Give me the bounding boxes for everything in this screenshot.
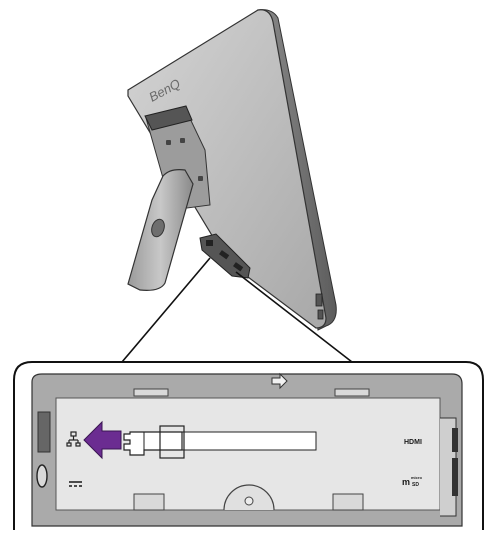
microsd-label-sub: SD bbox=[412, 482, 419, 488]
vesa-screw-2 bbox=[180, 138, 185, 143]
side-button-1 bbox=[316, 294, 322, 306]
vesa-screw-1 bbox=[166, 140, 171, 145]
lan-cable-wire bbox=[182, 432, 316, 450]
top-tab-right bbox=[335, 389, 369, 396]
microsd-slot bbox=[452, 428, 458, 452]
rear-port-1 bbox=[206, 240, 213, 246]
bottom-foot-right bbox=[333, 494, 363, 510]
power-button bbox=[37, 465, 47, 487]
monitor-rear-view: BenQ bbox=[128, 10, 336, 330]
io-panel-zoom: HDMI m micro SD bbox=[14, 362, 483, 530]
speaker-grill bbox=[38, 412, 50, 452]
vesa-screw-4 bbox=[198, 176, 203, 181]
side-button-2 bbox=[318, 310, 323, 319]
bottom-hinge-screw bbox=[245, 497, 253, 505]
bottom-foot-left bbox=[134, 494, 164, 510]
hdmi-label: HDMI bbox=[404, 439, 422, 446]
hdmi-port bbox=[452, 458, 458, 496]
top-tab-left bbox=[134, 389, 168, 396]
microsd-label-main: m bbox=[402, 477, 410, 487]
microsd-label-super: micro bbox=[411, 475, 422, 480]
